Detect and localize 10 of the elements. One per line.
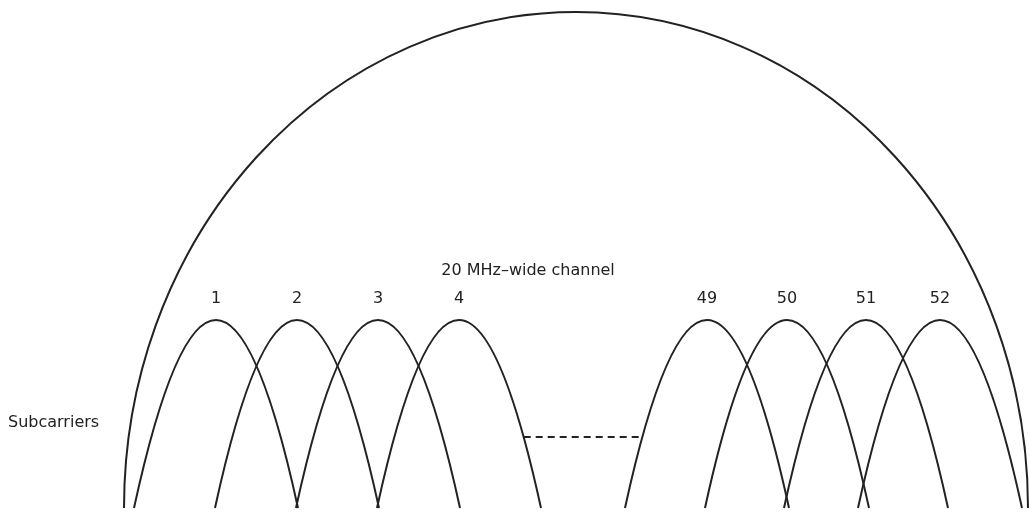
subcarrier-number: 2 <box>290 288 304 307</box>
subcarrier-number: 52 <box>928 288 952 307</box>
channel-label: 20 MHz–wide channel <box>441 260 615 279</box>
subcarrier-number: 49 <box>695 288 719 307</box>
subcarrier-number: 51 <box>854 288 878 307</box>
subcarrier-number: 50 <box>775 288 799 307</box>
subcarrier-number: 1 <box>209 288 223 307</box>
axis-label: Subcarriers <box>8 412 100 431</box>
subcarrier-number: 4 <box>452 288 466 307</box>
subcarrier-number: 3 <box>371 288 385 307</box>
